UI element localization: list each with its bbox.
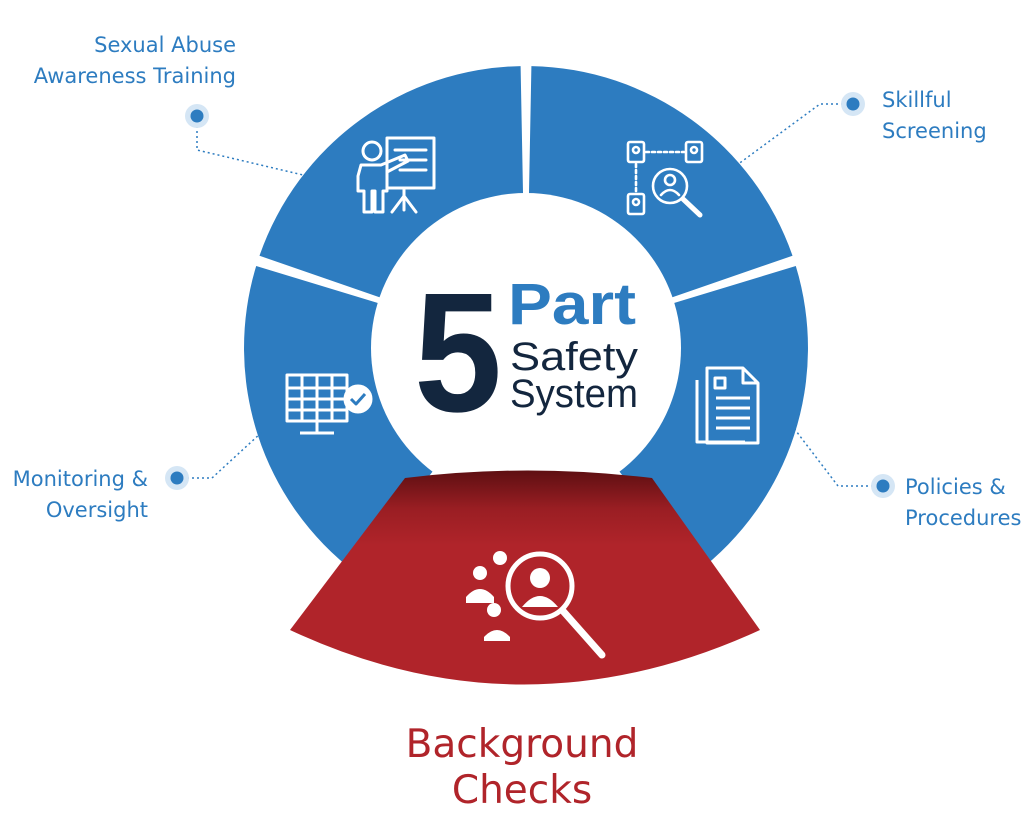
label-line: Sexual Abuse [94, 33, 236, 57]
leader-dot-training [185, 104, 209, 128]
label-background-checks: Background Checks [362, 722, 682, 814]
label-line: Screening [882, 119, 987, 143]
label-monitoring-oversight: Monitoring & Oversight [13, 464, 148, 526]
segment-screening [528, 66, 793, 299]
label-skillful-screening: Skillful Screening [882, 85, 987, 147]
leader-dot-monitoring [165, 466, 189, 490]
leader-dot-policies [871, 474, 895, 498]
leader-line-training [196, 116, 304, 176]
segment-background-checks [290, 470, 760, 685]
center-disk [371, 193, 681, 503]
monitor-checklist-icon [285, 373, 373, 435]
segment-training [259, 66, 524, 299]
label-policies-procedures: Policies & Procedures [905, 472, 1021, 534]
label-line: Checks [451, 768, 593, 813]
leader-line-monitoring [177, 431, 263, 479]
center-word-safety: Safety [510, 335, 638, 379]
label-line: Policies & [905, 475, 1006, 499]
label-line: Oversight [45, 498, 148, 522]
magnifier-person-icon [466, 551, 606, 659]
label-line: Background [405, 722, 639, 767]
center-word-system: System [510, 372, 638, 416]
label-line: Procedures [905, 506, 1022, 530]
leader-dot-screening [841, 92, 865, 116]
segment-monitoring [244, 266, 436, 573]
center-word-part: Part [508, 272, 636, 337]
label-line: Monitoring & [12, 467, 148, 491]
label-line: Skillful [882, 88, 952, 112]
label-line: Awareness Training [33, 64, 236, 88]
leader-line-policies [792, 426, 883, 487]
label-sexual-abuse-training: Sexual Abuse Awareness Training [34, 30, 236, 92]
candidate-screening-icon [626, 140, 704, 218]
presentation-board-icon [356, 136, 436, 214]
center-number: 5 [414, 258, 502, 448]
leader-line-screening [736, 103, 853, 166]
documents-icon [695, 366, 760, 445]
